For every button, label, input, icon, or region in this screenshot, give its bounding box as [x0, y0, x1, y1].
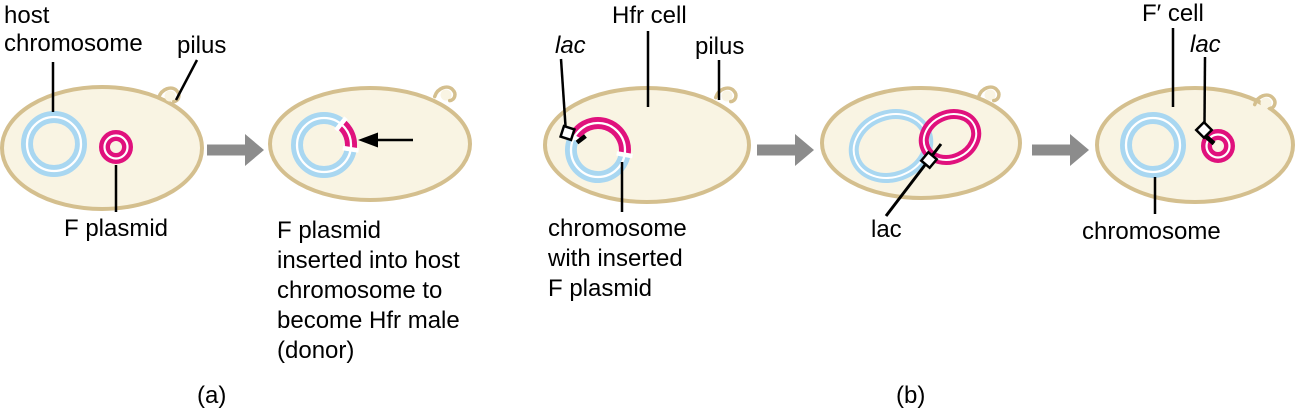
hfr-chromosome-midline	[569, 121, 627, 179]
lac-pointer-line-fprime	[1203, 56, 1207, 124]
pilus-icon	[1252, 93, 1277, 111]
panel-b-caption: (b)	[896, 382, 925, 409]
pilus-label-a: pilus	[177, 32, 226, 59]
step-arrow-3	[1032, 134, 1089, 166]
f-plasmid-ring-midline	[103, 134, 129, 160]
chromosome-caption-line2: with inserted	[547, 245, 683, 272]
step-arrow-1	[207, 134, 264, 166]
step2-caption-line1: F plasmid	[277, 217, 381, 244]
host-chromosome-ring-midline	[25, 115, 83, 173]
lac-label-hfr: lac	[555, 32, 586, 59]
cell-loop-out	[820, 85, 1022, 217]
cell-hfr-formed	[268, 85, 472, 202]
lac-label-mid: lac	[871, 216, 902, 243]
step2-caption-line4: become Hfr male	[277, 307, 460, 334]
f-plasmid-label: F plasmid	[64, 215, 168, 242]
host-chromosome-label-line2: chromosome	[4, 30, 143, 57]
host-chromosome-label-line1: host	[4, 2, 50, 29]
chromosome-ring-midline	[1124, 116, 1182, 174]
lac-label-fprime: lac	[1190, 31, 1221, 58]
insertion-site-arrow-head	[358, 132, 378, 148]
lac-diamond-marker	[1194, 120, 1214, 140]
pilus-label-b: pilus	[695, 33, 744, 60]
panel-a-caption: (a)	[197, 382, 226, 409]
lac-diamond-marker	[919, 150, 939, 170]
hfr-cell-label: Hfr cell	[612, 2, 687, 29]
f-prime-plasmid-midline	[1205, 133, 1231, 159]
cell-host	[0, 85, 204, 211]
lac-square-marker	[558, 124, 577, 142]
pilus-icon	[432, 85, 457, 103]
step2-caption-line2: inserted into host	[277, 247, 460, 274]
step-arrow-2	[757, 134, 814, 166]
lac-pointer-line-hfr	[559, 58, 567, 127]
f-prime-cell-label: F′ cell	[1142, 0, 1204, 27]
lac-site-dash	[575, 134, 587, 145]
chromosome-caption-line3: F plasmid	[548, 275, 652, 302]
lac-site-dash	[1204, 134, 1216, 146]
chromosome-ring-midline	[295, 116, 353, 174]
step2-caption-line3: chromosome to	[277, 277, 442, 304]
cell-f-prime	[1095, 86, 1295, 204]
pilus-pointer-line-a	[174, 59, 199, 101]
pilus-icon	[976, 85, 1001, 103]
figure-eight-pink-loop	[918, 109, 982, 165]
chromosome-label-fprime: chromosome	[1082, 218, 1221, 245]
chromosome-caption-line1: chromosome	[548, 215, 687, 242]
step2-caption-line5: (donor)	[277, 337, 354, 364]
